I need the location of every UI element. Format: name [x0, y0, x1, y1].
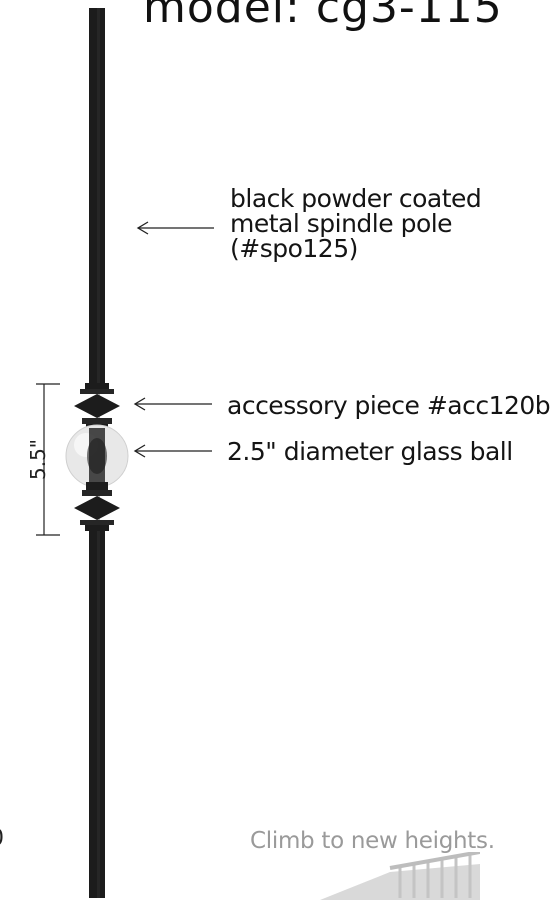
glass-ball: [65, 424, 129, 488]
accessory-label: accessory piece #acc120bp: [227, 391, 552, 420]
tagline: Climb to new heights.: [250, 828, 495, 854]
pole-label-line-1: black powder coated: [230, 184, 482, 213]
accessory-piece-lower: [74, 482, 120, 531]
glass-ball-label: 2.5" diameter glass ball: [227, 437, 513, 466]
cropped-number: 0: [0, 826, 4, 851]
pole-label: black powder coated metal spindle pole (…: [230, 184, 482, 263]
spindle-pole-lower: [89, 528, 105, 898]
arrow-glass-ball: [133, 444, 212, 458]
model-title: model: cg3-115: [143, 0, 503, 33]
stair-logo-image: [320, 852, 480, 900]
dimension-line: [36, 383, 60, 536]
dimension-label: 5.5": [26, 438, 50, 480]
arrow-pole: [136, 221, 214, 235]
pole-label-line-3: (#spo125): [230, 234, 358, 263]
spindle-pole-upper: [89, 8, 105, 392]
pole-label-line-2: metal spindle pole: [230, 209, 453, 238]
arrow-accessory: [133, 397, 212, 411]
